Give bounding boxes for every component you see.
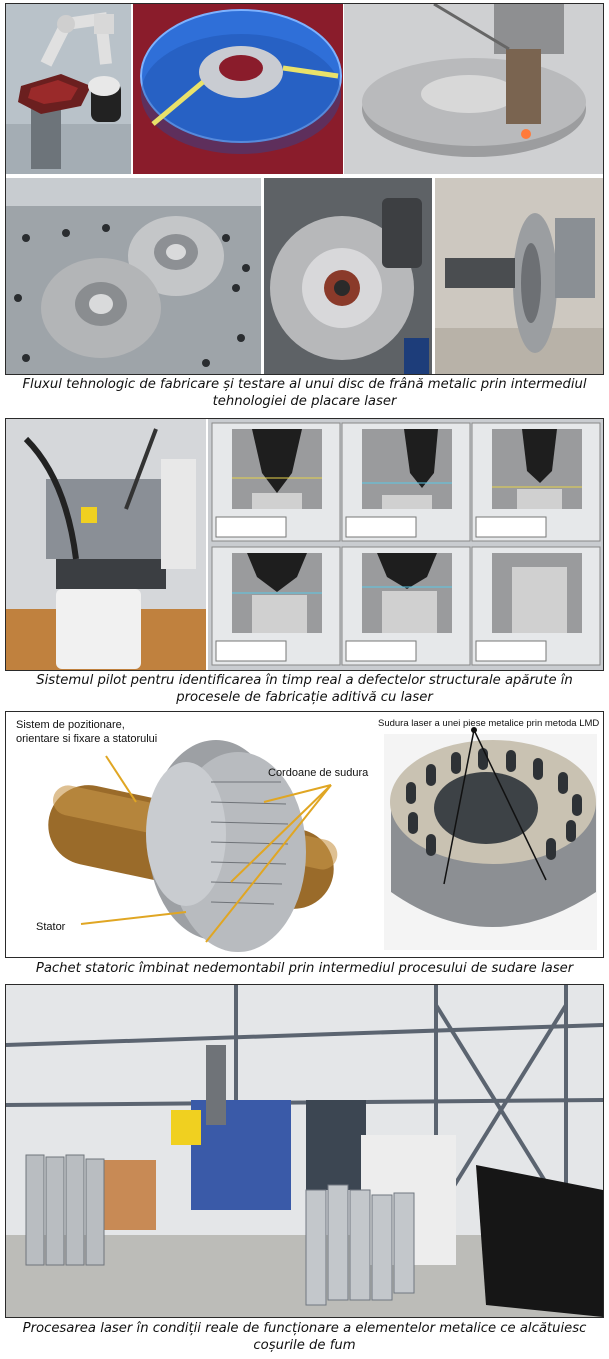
figure1-caption: Fluxul tehnologic de fabricare și testar… bbox=[22, 377, 587, 409]
label-stator: Stator bbox=[36, 921, 66, 933]
laser-cladding-render bbox=[344, 4, 603, 174]
brake-disc-mounted-photo bbox=[264, 178, 432, 374]
figure2-caption: Sistemul pilot pentru identificarea în t… bbox=[36, 673, 573, 705]
stator-diagram: Sistem de pozitionare, orientare si fixa… bbox=[16, 718, 599, 952]
figure3-caption: Pachet statoric îmbinat nedemontabil pri… bbox=[35, 961, 574, 976]
brake-discs-on-table-photo bbox=[6, 178, 261, 374]
disc-cad-render bbox=[133, 4, 343, 174]
pilot-system-photo bbox=[6, 419, 206, 670]
figure4-panel bbox=[5, 984, 604, 1318]
figure2-panel bbox=[5, 418, 604, 671]
robot-cell-render bbox=[6, 4, 131, 174]
brake-disc-test-photo bbox=[435, 178, 603, 374]
laser-processing-workshop-photo bbox=[6, 985, 603, 1317]
figure4-caption: Procesarea laser în condiții reale de fu… bbox=[22, 1321, 587, 1353]
figure3-panel: Sistem de pozitionare, orientare si fixa… bbox=[5, 711, 604, 958]
monitoring-software-screens bbox=[208, 419, 603, 670]
label-weld-seams: Cordoane de sudura bbox=[268, 767, 369, 779]
label-positioning-line1: Sistem de pozitionare, bbox=[16, 719, 125, 731]
label-positioning-line2: orientare si fixare a statorului bbox=[16, 733, 157, 745]
figure1-panel bbox=[5, 3, 604, 375]
label-lmd-title: Sudura laser a unei piese metalice prin … bbox=[378, 718, 599, 729]
